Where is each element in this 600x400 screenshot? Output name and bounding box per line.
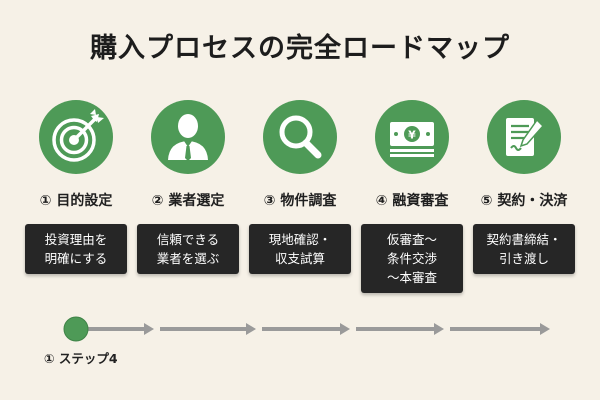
desc-line: 仮審査〜 [386,232,437,247]
desc-line: 明確にする [44,251,108,266]
desc-line: 引き渡し [498,251,549,266]
progress-segment-1 [82,323,154,335]
step-3: ③ 物件調査 現地確認・ 収支試算 [244,100,356,300]
step-5: ⑤ 契約・決済 契約書締結・ 引き渡し [468,100,580,300]
desc-line: 〜本審査 [386,270,437,285]
progress-segment-4 [356,323,444,335]
step-1: ① 目的設定 投資理由を 明確にする [20,100,132,300]
step-label: ⑤ 契約・決済 [480,193,568,209]
desc-line: 収支試算 [274,251,325,266]
svg-text:¥: ¥ [408,129,416,142]
step-description: 契約書締結・ 引き渡し [473,224,575,274]
desc-line: 契約書締結・ [486,232,562,247]
step-label: ④ 融資審査 [375,193,449,209]
desc-line: 信頼できる [156,232,220,247]
step-description: 信頼できる 業者を選ぶ [137,224,239,274]
progress-segment-5 [450,323,550,335]
person-icon [151,100,225,174]
progress-segment-3 [262,323,350,335]
step-2: ② 業者選定 信頼できる 業者を選ぶ [132,100,244,300]
progress-current-marker [63,316,89,342]
desc-line: 業者を選ぶ [156,251,220,266]
desc-line: 現地確認・ [268,232,332,247]
desc-line: 投資理由を [44,232,108,247]
progress-track [0,314,600,344]
step-label: ② 業者選定 [151,193,225,209]
page-title: 購入プロセスの完全ロードマップ [90,33,510,64]
step-description: 仮審査〜 条件交渉 〜本審査 [361,224,463,293]
progress-label: ① ステップ4 [44,351,118,366]
magnifier-icon [263,100,337,174]
step-description: 投資理由を 明確にする [25,224,127,274]
step-label: ③ 物件調査 [263,193,337,209]
step-4: ¥ ④ 融資審査 仮審査〜 条件交渉 〜本審査 [356,100,468,300]
desc-line: 条件交渉 [386,251,437,266]
yen-banknote-icon: ¥ [375,100,449,174]
roadmap-steps: ① 目的設定 投資理由を 明確にする ② 業者選定 信頼できる 業者を選ぶ [20,100,580,300]
progress-segment-2 [160,323,256,335]
step-description: 現地確認・ 収支試算 [249,224,351,274]
step-label: ① 目的設定 [39,193,113,209]
contract-pen-icon [487,100,561,174]
target-icon [39,100,113,174]
